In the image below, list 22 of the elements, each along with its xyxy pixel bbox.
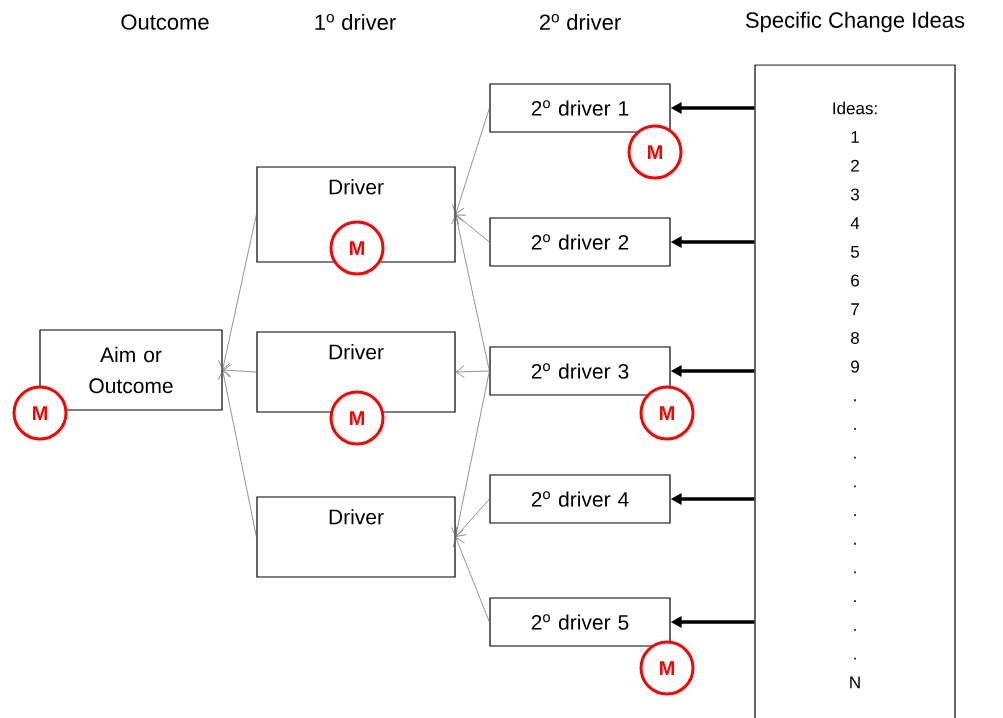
secondary-driver-box: 2$^{o}$ driver 1 bbox=[489, 83, 671, 133]
arrow bbox=[452, 537, 490, 623]
arrow bbox=[218, 214, 257, 370]
column-heading: Specific Change Ideas bbox=[745, 11, 965, 33]
arrow bbox=[455, 365, 490, 379]
node-label: M bbox=[660, 661, 674, 675]
secondary-driver-box: 2$^{o}$ driver 4 bbox=[489, 474, 671, 524]
column-heading: 2$^{o}$ driver bbox=[539, 13, 621, 31]
secondary-driver-box: 2$^{o}$ driver 5 bbox=[489, 597, 671, 647]
secondary-driver-box: 2$^{o}$ driver 3 bbox=[489, 346, 671, 396]
ideas-list-box: Ideas: 1 2 3 4 5 6 7 8 9 . . . . . . . . . . N bbox=[754, 64, 956, 718]
arrow bbox=[451, 370, 490, 537]
arrow bbox=[452, 107, 490, 215]
secondary-driver-box: 2$^{o}$ driver 2 bbox=[489, 217, 671, 267]
driver-box: Driver bbox=[256, 496, 456, 578]
column-heading: Outcome bbox=[121, 14, 209, 30]
arrow bbox=[451, 214, 490, 372]
arrow bbox=[218, 370, 257, 538]
column-heading: 1$^{o}$ driver bbox=[315, 13, 396, 31]
arrow bbox=[455, 498, 490, 537]
arrow bbox=[455, 214, 490, 243]
arrow bbox=[222, 364, 257, 377]
